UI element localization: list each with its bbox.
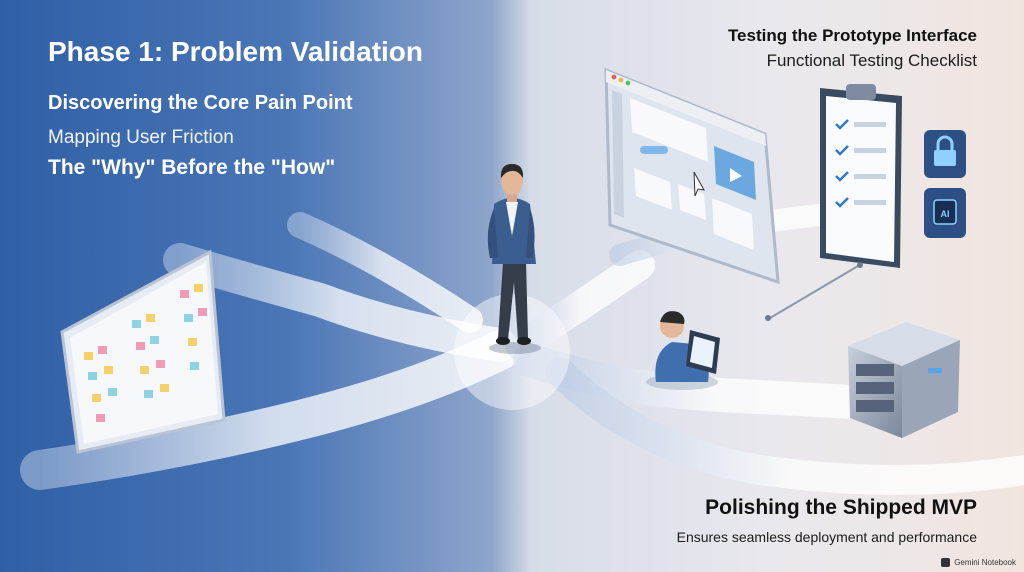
friction-subheading: Mapping User Friction xyxy=(48,127,234,148)
cursor-icon xyxy=(693,171,705,197)
path-to-board xyxy=(163,243,517,362)
businessman-figure xyxy=(487,164,541,354)
sticky-note-board xyxy=(60,249,226,454)
deployment-caption: Ensures seamless deployment and performa… xyxy=(676,529,977,545)
testing-checklist-subheading: Functional Testing Checklist xyxy=(766,51,977,70)
phase-title: Phase 1: Problem Validation xyxy=(48,36,424,67)
watermark-badge: Gemini Notebook xyxy=(941,558,1016,567)
path-lower-right xyxy=(545,357,1024,495)
path-network xyxy=(20,204,1024,495)
path-lower-left xyxy=(20,330,520,490)
path-to-prototype xyxy=(505,250,655,360)
prototype-screen xyxy=(604,67,780,285)
person-with-tablet xyxy=(646,311,720,390)
clipboard-checklist xyxy=(765,84,902,321)
sticky-notes xyxy=(84,284,207,422)
ai-chip-icon: AI xyxy=(924,188,966,238)
hub-glow xyxy=(454,294,570,410)
lock-icon xyxy=(924,130,966,178)
watermark-label: Gemini Notebook xyxy=(954,558,1016,567)
path-upper-left xyxy=(287,212,483,333)
checkbox-icons xyxy=(835,119,849,208)
notebook-icon xyxy=(941,558,951,567)
pain-point-heading: Discovering the Core Pain Point xyxy=(48,92,353,114)
why-before-how-heading: The "Why" Before the "How" xyxy=(48,156,336,179)
ui-pill xyxy=(640,146,668,154)
shipped-mvp-heading: Polishing the Shipped MVP xyxy=(705,496,977,519)
server-rack xyxy=(848,322,960,438)
ai-chip-label: AI xyxy=(941,209,950,219)
prototype-testing-heading: Testing the Prototype Interface xyxy=(727,26,977,45)
